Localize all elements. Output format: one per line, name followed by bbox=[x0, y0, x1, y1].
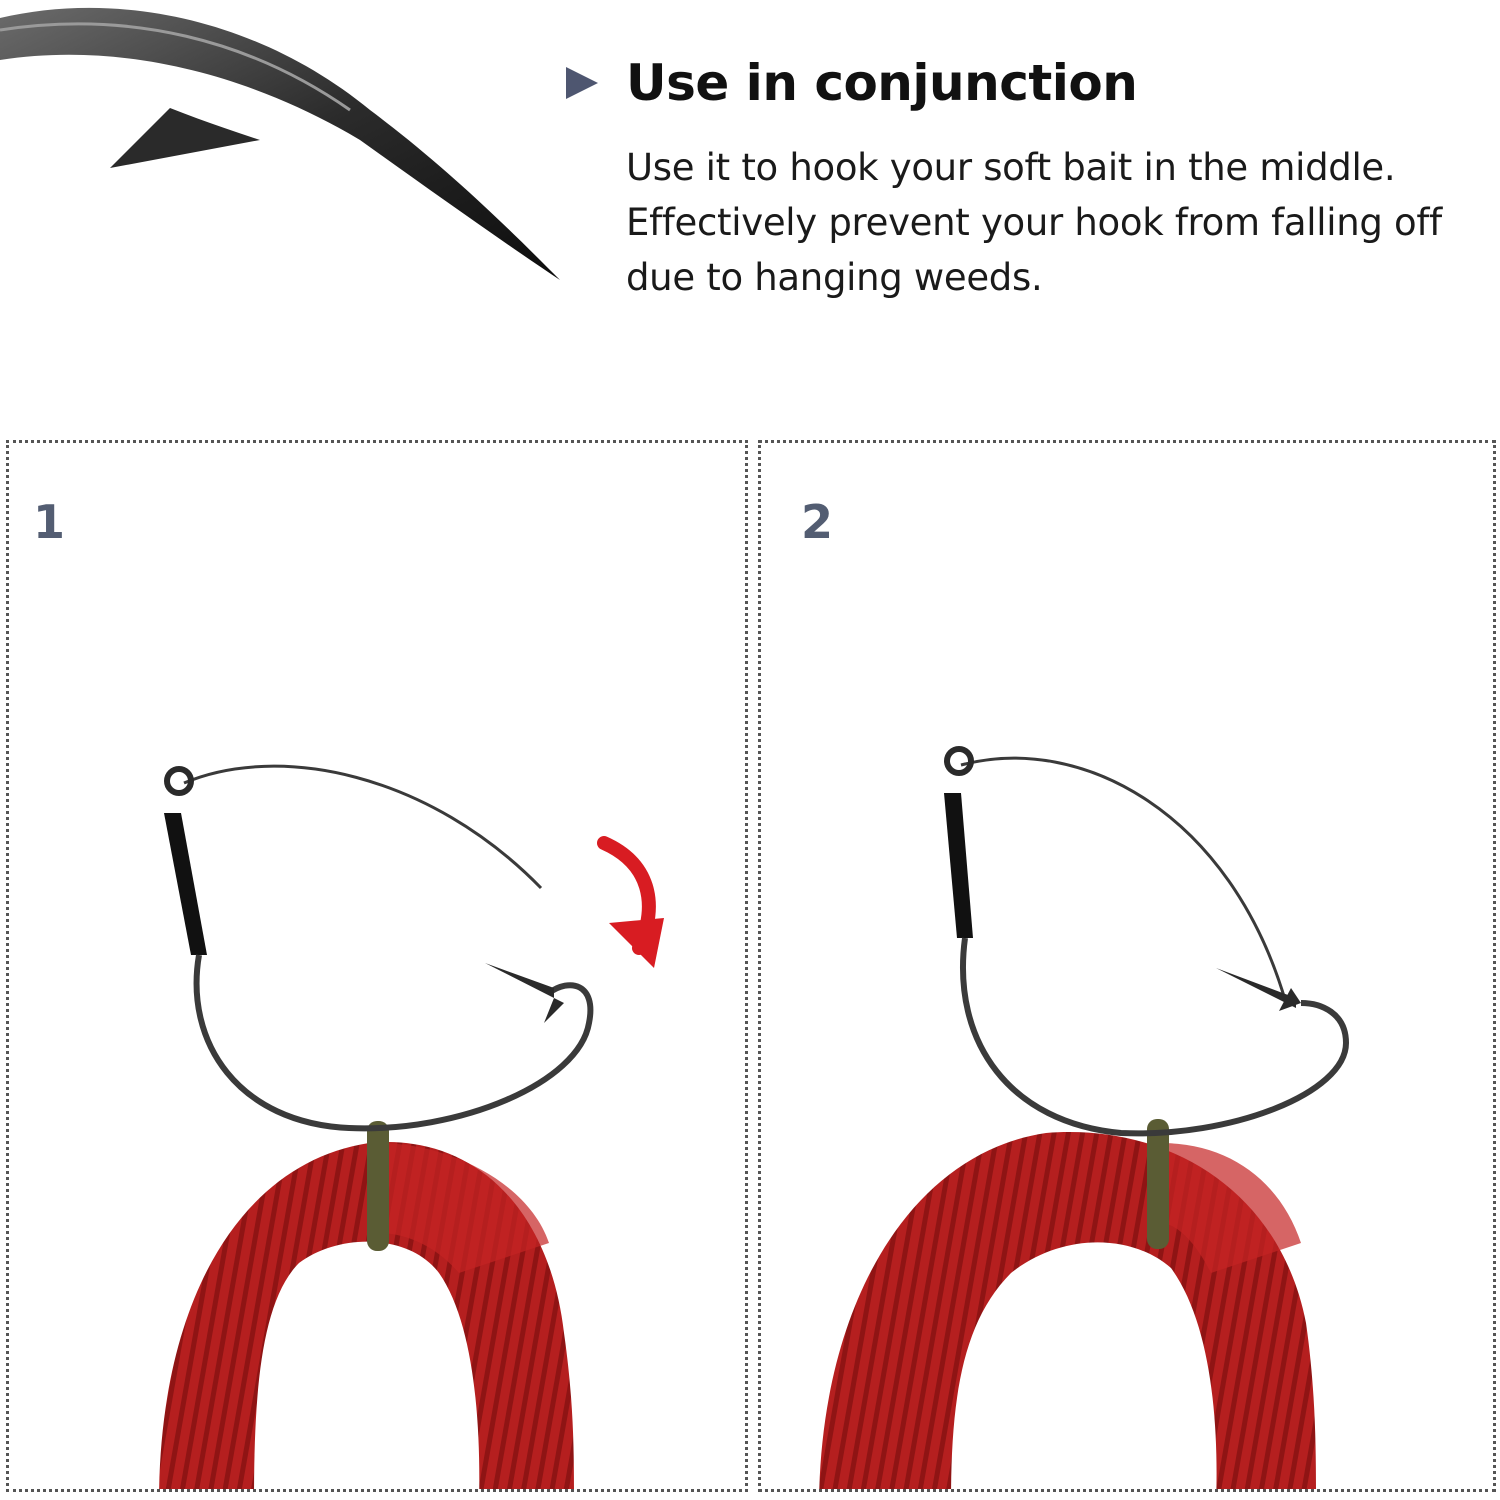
o-ring bbox=[1147, 1119, 1169, 1249]
hook-bend bbox=[960, 937, 1350, 1137]
step-panel-2: 2 bbox=[758, 440, 1496, 1492]
hook-point bbox=[1216, 968, 1296, 1008]
hook-point-closeup bbox=[0, 7, 560, 281]
step-number: 1 bbox=[33, 495, 66, 549]
hook-and-bait-step-1 bbox=[159, 764, 664, 1489]
hook-eye bbox=[944, 746, 974, 776]
section-description: Use it to hook your soft bait in the mid… bbox=[626, 146, 1442, 299]
hook-bend bbox=[193, 954, 594, 1132]
o-ring bbox=[367, 1121, 389, 1251]
curved-arrow-down-icon bbox=[597, 836, 664, 968]
hook-and-bait-step-2 bbox=[819, 746, 1350, 1489]
hook-point bbox=[485, 963, 554, 998]
step-number: 2 bbox=[801, 495, 834, 549]
section-heading: Use in conjunction bbox=[562, 48, 1138, 118]
section-title: Use in conjunction bbox=[626, 54, 1138, 112]
triangle-right-icon bbox=[566, 67, 598, 99]
weed-guard-wire bbox=[960, 756, 1288, 1004]
hook-eye bbox=[164, 766, 194, 796]
weed-guard-wire bbox=[183, 764, 543, 890]
step-panel-1: 1 bbox=[6, 440, 748, 1492]
hook-shank-wrap bbox=[164, 813, 207, 955]
hook-shank-wrap bbox=[944, 793, 973, 938]
